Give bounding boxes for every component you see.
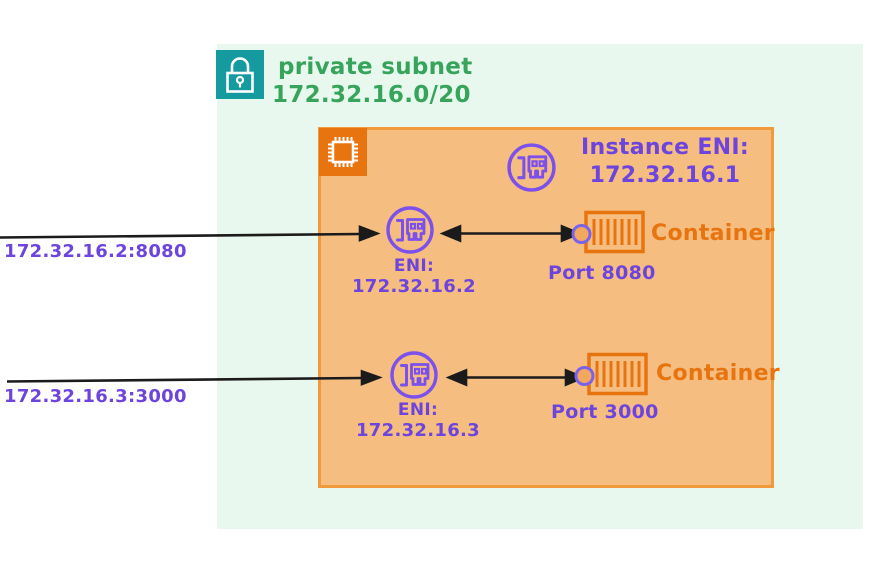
- eni-label-title: ENI:: [397, 400, 439, 420]
- container-icon: [573, 352, 651, 402]
- port-label-2: Port 3000: [551, 401, 659, 423]
- instance-eni-icon: [505, 141, 558, 198]
- eni-icon: [388, 349, 440, 405]
- port-label-1: Port 8080: [548, 262, 656, 284]
- instance-eni-title: Instance ENI:: [581, 135, 749, 160]
- instance-box: [318, 127, 774, 488]
- instance-eni-ip: 172.32.16.1: [589, 163, 741, 188]
- instance-eni-text: Instance ENI: 172.32.16.1: [560, 134, 770, 190]
- eni-label-1: ENI: 172.32.16.2: [349, 256, 479, 297]
- subnet-cidr: 172.32.16.0/20: [272, 82, 471, 108]
- chip-icon: [319, 128, 367, 176]
- eni-label-title: ENI:: [393, 256, 435, 276]
- container-label-1: Container: [651, 221, 775, 246]
- subnet-label: private subnet: [278, 54, 473, 80]
- subnet-title: private subnet 172.32.16.0/20: [272, 53, 473, 109]
- eni-label-ip: 172.32.16.2: [351, 276, 476, 297]
- eni-icon: [384, 204, 436, 260]
- external-endpoint-label-2: 172.32.16.3:3000: [4, 386, 187, 407]
- eni-label-ip: 172.32.16.3: [355, 420, 480, 441]
- eni-label-2: ENI: 172.32.16.3: [353, 400, 483, 441]
- external-endpoint-label-1: 172.32.16.2:8080: [4, 241, 187, 262]
- container-label-2: Container: [656, 361, 780, 386]
- lock-icon: [216, 50, 264, 99]
- container-icon: [570, 210, 648, 260]
